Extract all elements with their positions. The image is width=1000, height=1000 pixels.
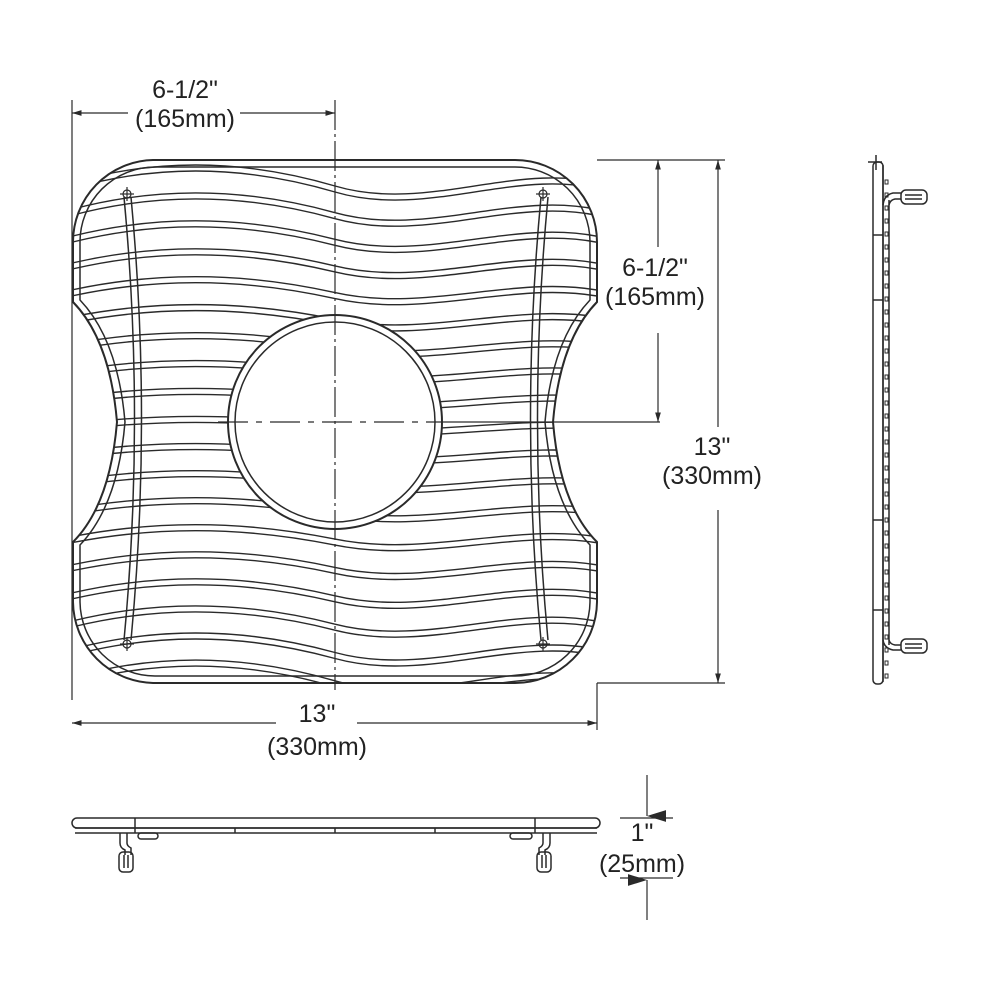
top-clip-bumper <box>900 189 928 205</box>
side-view <box>868 155 928 685</box>
overall-width-label: 13" (330mm) <box>267 702 367 760</box>
front-view-rail <box>71 817 601 829</box>
top-clip-stem <box>882 192 901 206</box>
foot-height-label: 1" (25mm) <box>599 821 685 877</box>
overall-height-label: 13" (330mm) <box>661 433 763 490</box>
dimension-metric: (165mm) <box>604 283 706 311</box>
dimension-imperial: 1" <box>630 819 654 847</box>
dimension-imperial: 6-1/2" <box>152 76 218 104</box>
bottom-clip-stem <box>882 639 901 651</box>
dimension-imperial: 13" <box>298 700 336 728</box>
dimension-imperial: 6-1/2" <box>622 254 688 282</box>
side-view-rail <box>872 161 884 685</box>
foot-height-dimension <box>620 775 673 920</box>
dimension-metric: (330mm) <box>266 733 368 761</box>
front-view <box>71 817 601 873</box>
dimension-imperial: 13" <box>693 433 731 461</box>
top-half-width-label: 6-1/2" (165mm) <box>134 76 236 133</box>
right-foot-bumper <box>536 851 552 873</box>
dimension-metric: (25mm) <box>598 850 686 878</box>
right-foot-stem <box>544 833 551 855</box>
bottom-clip-bumper <box>900 638 928 654</box>
grid-outer-frame <box>72 159 598 684</box>
top-view <box>72 100 660 690</box>
right-half-height-label: 6-1/2" (165mm) <box>604 254 706 311</box>
support-bars <box>123 196 549 641</box>
dimension-lines <box>71 100 725 730</box>
dimension-metric: (330mm) <box>661 462 763 490</box>
bumper-markers <box>120 187 550 651</box>
left-foot-stem <box>119 833 126 855</box>
left-foot-bumper <box>118 851 134 873</box>
dimension-metric: (165mm) <box>134 105 236 133</box>
